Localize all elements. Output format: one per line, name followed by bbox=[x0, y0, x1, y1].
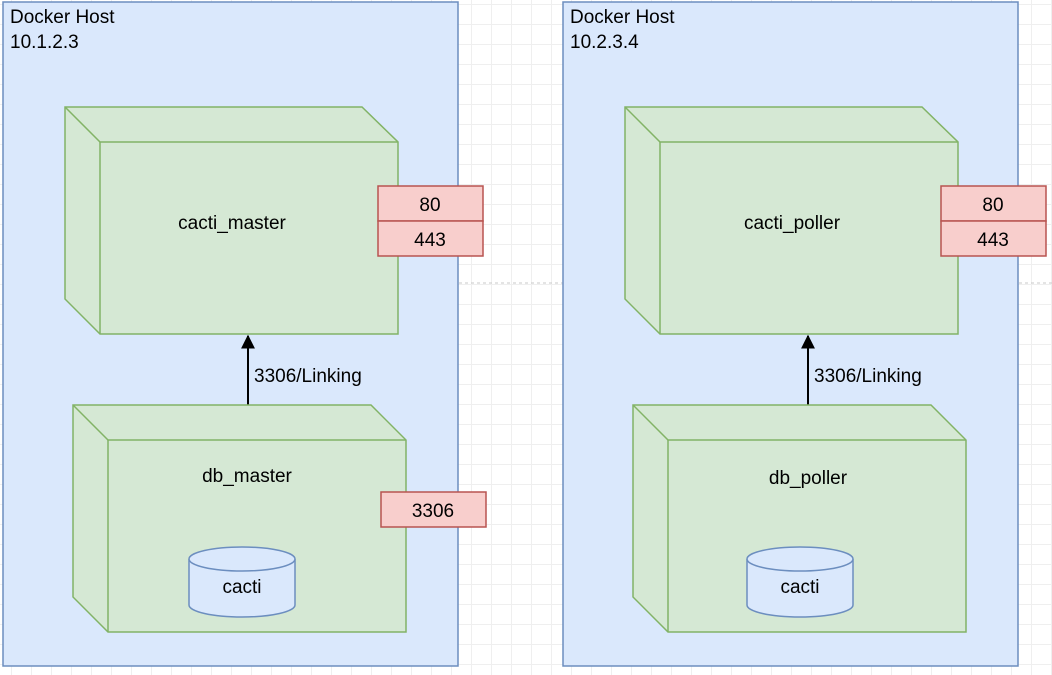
port-3306[interactable]: 3306 bbox=[380, 491, 487, 528]
docker-host-ip: 10.2.3.4 bbox=[570, 32, 639, 53]
container-label: db_poller bbox=[769, 468, 848, 489]
container-cacti-poller[interactable]: cacti_poller bbox=[624, 106, 959, 335]
container-cacti-master[interactable]: cacti_master bbox=[64, 106, 399, 335]
port-80[interactable]: 80 bbox=[940, 185, 1047, 222]
container-label: db_master bbox=[202, 466, 292, 487]
container-db-poller[interactable]: db_poller bbox=[632, 404, 967, 633]
docker-host-ip: 10.1.2.3 bbox=[10, 32, 79, 53]
port-label: 443 bbox=[414, 230, 446, 251]
database-cylinder-poller[interactable]: cacti bbox=[746, 546, 854, 618]
port-label: 80 bbox=[982, 195, 1003, 216]
port-443[interactable]: 443 bbox=[940, 220, 1047, 257]
container-label: cacti_poller bbox=[744, 213, 841, 234]
edge-label: 3306/Linking bbox=[814, 366, 922, 387]
database-label: cacti bbox=[780, 577, 819, 598]
port-80[interactable]: 80 bbox=[377, 185, 484, 222]
port-443[interactable]: 443 bbox=[377, 220, 484, 257]
database-label: cacti bbox=[222, 577, 261, 598]
docker-host-title: Docker Host bbox=[570, 7, 675, 28]
port-label: 443 bbox=[977, 230, 1009, 251]
docker-host-title: Docker Host bbox=[10, 7, 115, 28]
edge-label: 3306/Linking bbox=[254, 366, 362, 387]
port-label: 80 bbox=[419, 195, 440, 216]
port-label: 3306 bbox=[412, 501, 454, 522]
container-db-master[interactable]: db_master bbox=[72, 404, 407, 633]
container-label: cacti_master bbox=[178, 213, 286, 234]
database-cylinder-master[interactable]: cacti bbox=[188, 546, 296, 618]
